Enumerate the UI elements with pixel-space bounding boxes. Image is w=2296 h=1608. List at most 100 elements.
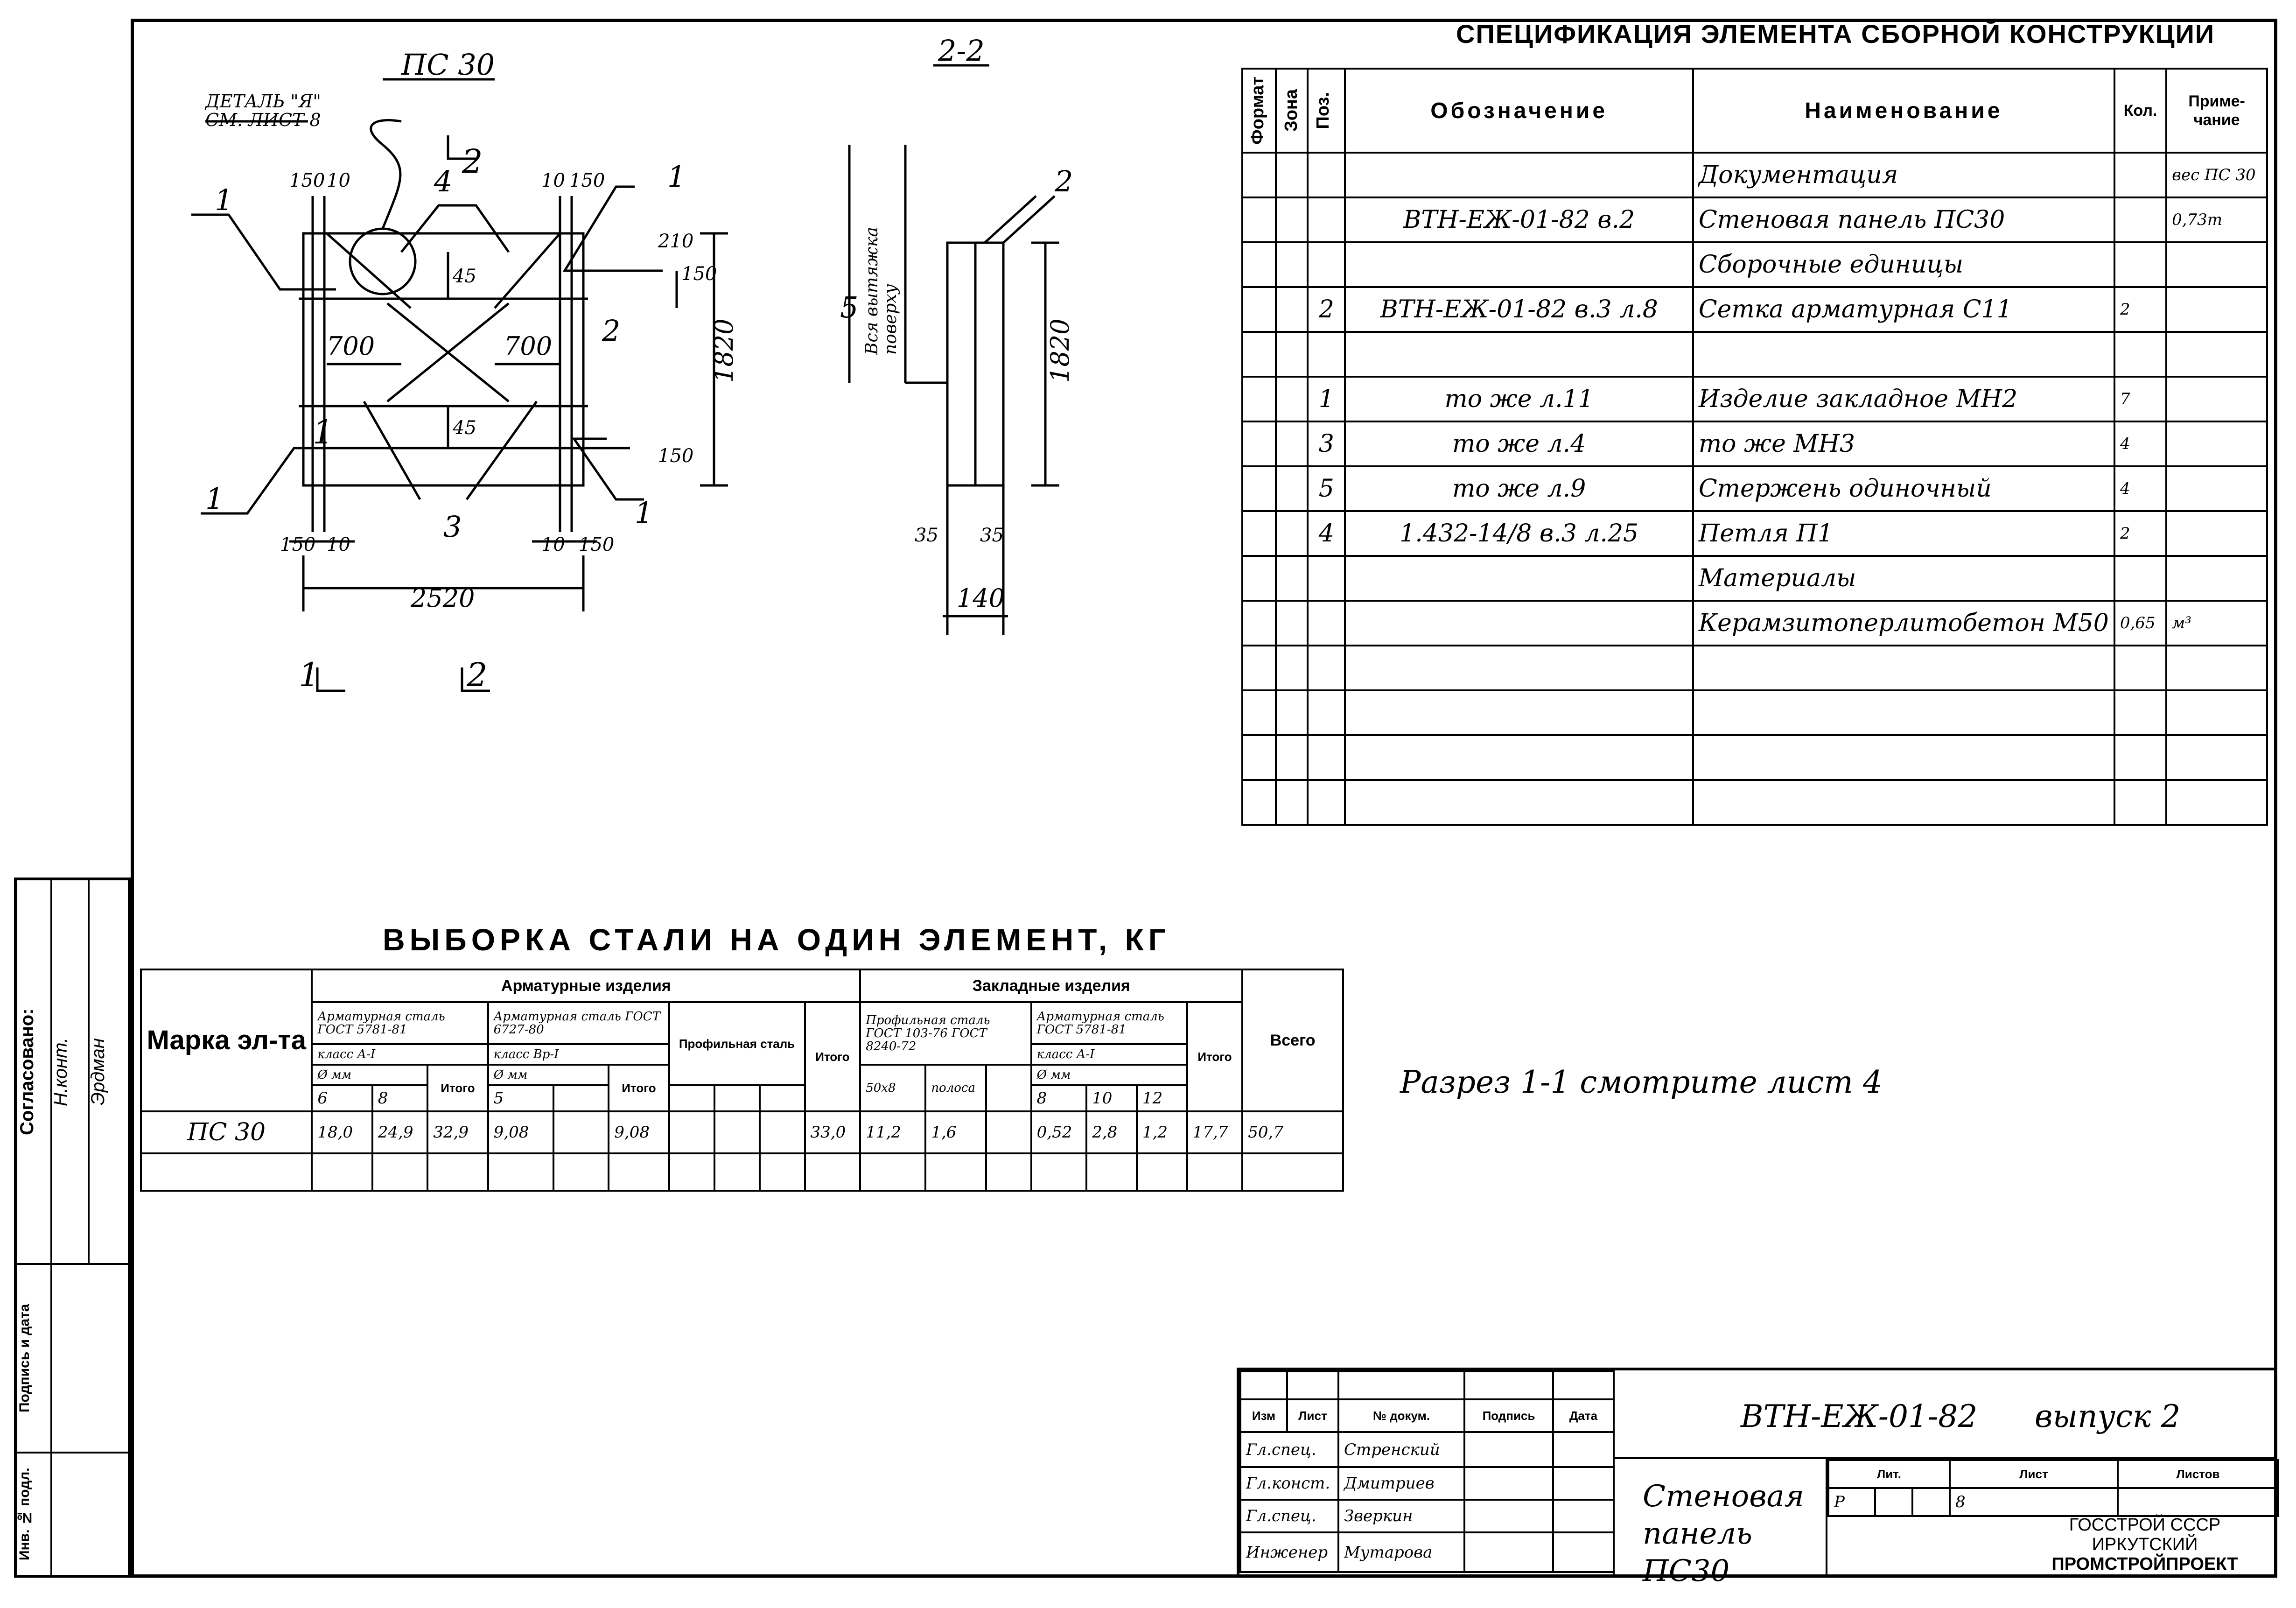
tb-sheet: 8 [1949,1487,2119,1517]
tb-blank [1552,1370,1615,1400]
steel-dia: Ø мм [1030,1064,1188,1086]
spec-note [2165,510,2268,557]
spec-name: Материалы [1692,555,2115,602]
steel-blank [668,1152,715,1192]
spec-pos [1307,331,1346,378]
callout-1-bottom-right: 1 [635,496,653,530]
stamp-role-1: Н.конт. [50,1037,71,1106]
spec-name [1692,645,2115,691]
panel-elevation-drawing: ПС 30 2-2 ДЕТАЛЬ "Я" СМ. ЛИСТ 8 1 2 3 4 … [191,34,1075,694]
steel-50x8: 50х8 [859,1064,927,1112]
section-note: Разрез 1-1 смотрите лист 4 [1400,1064,1883,1100]
spec-col-zone: Зона [1274,68,1309,154]
section-mark-1: 1 [299,656,320,694]
spec-pos [1307,779,1346,826]
tb-blank [1552,1499,1615,1533]
dim-2520: 2520 [410,583,475,613]
section-mark-1: 1 [313,413,334,451]
spec-pos [1307,689,1346,736]
tb-blank [1463,1531,1554,1573]
callout-1: 1 [215,183,233,217]
tb-col-date: Дата [1552,1398,1615,1433]
dim-10: 10 [541,170,565,191]
steel-blank [924,1152,987,1192]
stamp-agreed: Согласовано: [17,1008,37,1135]
spec-format [1241,779,1277,826]
spec-qty: 4 [2113,421,2168,467]
title-people-table: Изм Лист № докум. Подпись Дата Гл.спец. … [1239,1370,1615,1573]
spec-designation [1344,152,1694,198]
spec-zone [1274,465,1309,512]
steel-itogo1: 32,9 [427,1110,489,1154]
steel-blank [985,1152,1032,1192]
spec-zone [1274,286,1309,333]
steel-d5: 5 [487,1084,554,1112]
spec-name: Стержень одиночный [1692,465,2115,512]
dim-10: 10 [327,534,350,555]
steel-a2: Арматурная сталь ГОСТ 6727-80 [487,1001,670,1045]
steel-col-total: Всего [1241,969,1344,1112]
callout-2: 2 [602,314,620,348]
spec-qty [2113,197,2168,243]
dim-10: 10 [327,170,350,191]
spec-designation [1344,689,1694,736]
tb-org: ГОССТРОЙ СССР ИРКУТСКИЙ ПРОМСТРОЙПРОЕКТ [2014,1515,2275,1574]
steel-group-arm: Арматурные изделия [311,969,861,1003]
spec-designation: ВТН-ЕЖ-01-82 в.3 л.8 [1344,286,1694,333]
side-note: поверху [881,284,900,355]
spec-format [1241,600,1277,646]
steel-dia: Ø мм [311,1064,429,1086]
spec-pos [1307,197,1346,243]
spec-name: Сетка арматурная С11 [1692,286,2115,333]
spec-designation: 1.432-14/8 в.3 л.25 [1344,510,1694,557]
specification-table: Формат Зона Поз. Обозначение Наименовани… [1241,68,2268,826]
spec-pos: 2 [1307,286,1346,333]
tb-person-3: Зверкин [1337,1499,1465,1533]
steel-blank [713,1110,761,1154]
spec-zone [1274,376,1309,422]
spec-designation: ВТН-ЕЖ-01-82 в.2 [1344,197,1694,243]
steel-itogo-z: Итого [1186,1001,1244,1112]
dim-150: 150 [569,170,605,191]
dim-35: 35 [915,525,938,546]
spec-designation [1344,555,1694,602]
dim-45: 45 [452,417,476,439]
steel-blank [311,1152,373,1192]
callout-5: 5 [840,290,858,324]
steel-blank [487,1152,554,1192]
steel-a2-class: класс Вр-I [487,1043,670,1066]
drawing-frame [131,19,2277,1578]
dim-210: 210 [658,231,693,252]
steel-itogo2: 9,08 [608,1110,670,1154]
tb-lit-label: Лит. [1827,1459,1951,1489]
tb-blank [1286,1370,1339,1400]
steel-blank [713,1152,761,1192]
steel-blank [140,1152,313,1192]
steel-blank [1135,1152,1188,1192]
spec-note [2165,421,2268,467]
tb-sheets-label: Листов [2117,1459,2280,1489]
callout-4: 4 [434,164,452,198]
spec-format [1241,555,1277,602]
callout-2-section: 2 [1054,164,1073,198]
spec-zone [1274,689,1309,736]
tb-blank [1552,1431,1615,1468]
steel-dia: Ø мм [487,1064,610,1086]
callout-3: 3 [443,510,462,544]
dim-35: 35 [980,525,1004,546]
section-2-2-label: 2-2 [938,34,985,68]
spec-designation [1344,331,1694,378]
tb-blank [1552,1531,1615,1573]
spec-pos: 1 [1307,376,1346,422]
steel-a1: Арматурная сталь ГОСТ 5781-81 [311,1001,489,1045]
spec-zone [1274,197,1309,243]
callout-1-bottom-left: 1 [205,482,224,516]
spec-designation [1344,600,1694,646]
tb-blank [1463,1499,1554,1533]
spec-format [1241,510,1277,557]
spec-note: 0,73т [2165,197,2268,243]
tb-lit: Р [1827,1487,1876,1517]
spec-name: Изделие закладное МН2 [1692,376,2115,422]
steel-itogo3: 33,0 [804,1110,861,1154]
